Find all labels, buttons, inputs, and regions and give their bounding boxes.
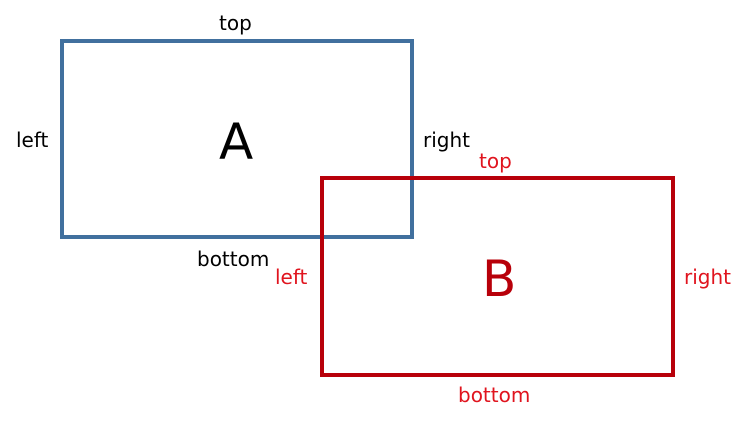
rect-b-right-label: right: [684, 265, 731, 289]
rectangle-b: [320, 176, 675, 377]
rect-a-name: A: [219, 113, 254, 171]
rect-a-left-label: left: [16, 128, 49, 152]
rect-b-bottom-label: bottom: [458, 383, 531, 407]
rect-b-name: B: [482, 250, 517, 308]
rect-a-top-label: top: [219, 11, 252, 35]
rect-a-right-label: right: [423, 128, 470, 152]
rect-b-left-label: left: [275, 265, 308, 289]
rect-a-bottom-label: bottom: [197, 247, 270, 271]
rect-b-top-label: top: [479, 149, 512, 173]
rectangle-a: [60, 39, 414, 239]
